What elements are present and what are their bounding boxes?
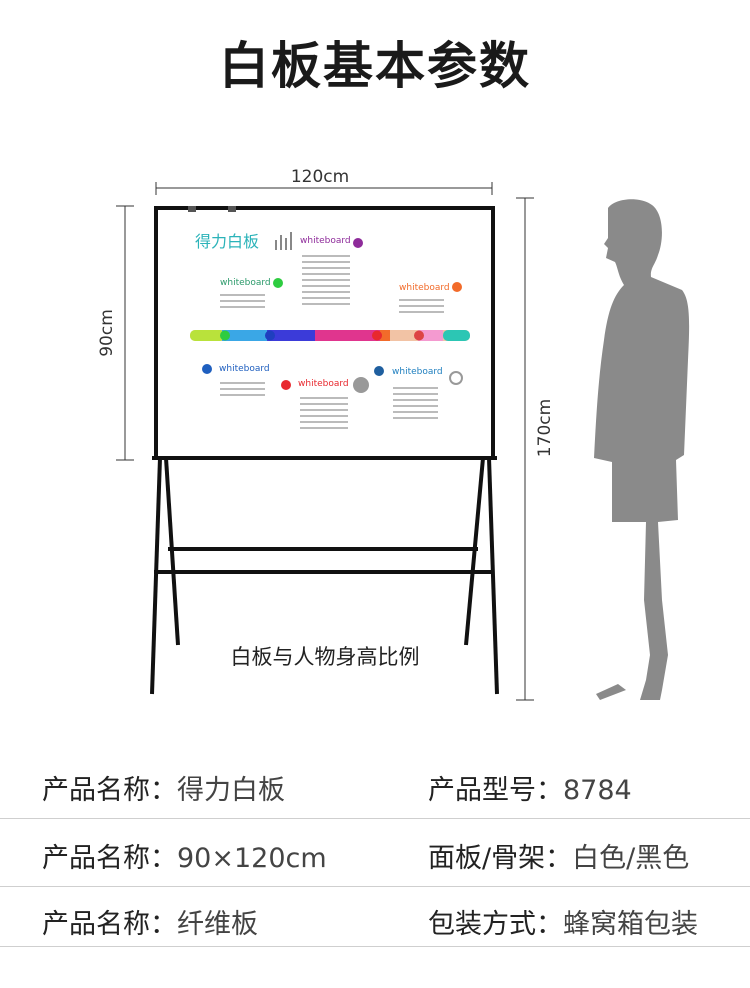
board-word: whiteboard	[298, 379, 349, 389]
spec-value: 90×120cm	[177, 843, 327, 874]
divider	[0, 818, 750, 819]
spec-value: 纤维板	[177, 909, 258, 940]
spec-key: 产品型号：	[428, 775, 563, 806]
spec-value: 白色/黑色	[572, 843, 690, 874]
spec-value: 8784	[563, 775, 632, 806]
board-word: whiteboard	[392, 367, 443, 377]
height-label: 90cm	[97, 309, 117, 357]
spec-value: 蜂窝箱包装	[563, 909, 698, 940]
width-label: 120cm	[290, 167, 350, 187]
board-stand	[150, 456, 499, 695]
spec-key: 产品名称：	[42, 775, 177, 806]
spec-row: 产品名称：90×120cm 面板/骨架：白色/黑色	[0, 820, 750, 886]
board-word: whiteboard	[220, 278, 271, 288]
person-height-label: 170cm	[535, 398, 555, 458]
person-dimension-line	[516, 197, 534, 701]
board-word: whiteboard	[219, 364, 270, 374]
board-word: whiteboard	[300, 236, 351, 246]
spec-key: 面板/骨架：	[428, 843, 573, 874]
board-heading: 得力白板	[195, 232, 260, 251]
spec-row: 产品名称：得力白板 产品型号：8784	[0, 752, 750, 818]
divider	[0, 886, 750, 887]
person-silhouette	[594, 199, 690, 700]
spec-value: 得力白板	[177, 775, 285, 806]
board-clip-right	[228, 206, 236, 212]
spec-key: 产品名称：	[42, 909, 177, 940]
page-title: 白板基本参数	[219, 37, 531, 95]
spec-key: 产品名称：	[42, 843, 177, 874]
caption: 白板与人物身高比例	[230, 645, 420, 669]
board-decoration	[190, 232, 470, 429]
spec-row: 产品名称：纤维板 包装方式：蜂窝箱包装	[0, 886, 750, 952]
board-clip-left	[188, 206, 196, 212]
board-word: whiteboard	[399, 283, 450, 293]
spec-key: 包装方式：	[428, 909, 563, 940]
height-dimension-line	[116, 205, 134, 461]
width-dimension-line	[155, 182, 493, 195]
divider	[0, 946, 750, 947]
